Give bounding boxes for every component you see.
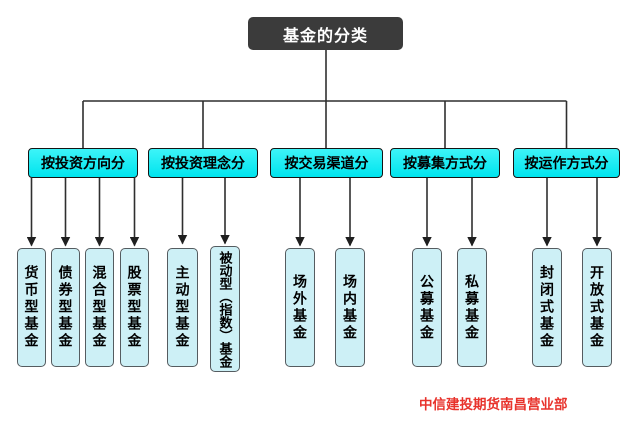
- branch-trading-channel: 按交易渠道分: [270, 148, 383, 178]
- leaf-label: 混合型基金: [91, 265, 108, 350]
- branch-fundraising-method: 按募集方式分: [390, 148, 500, 178]
- leaf-money-fund: 货币型基金: [17, 248, 46, 367]
- leaf-hybrid-fund: 混合型基金: [85, 248, 114, 367]
- leaf-label: 开放式基金: [589, 265, 605, 350]
- leaf-label: 公募基金: [419, 273, 435, 342]
- leaf-otc-fund: 场外基金: [285, 248, 315, 367]
- leaf-label: 场内基金: [342, 273, 358, 342]
- root-node: 基金的分类: [248, 17, 403, 50]
- root-label: 基金的分类: [282, 27, 368, 45]
- leaf-label: 场外基金: [292, 273, 308, 342]
- leaf-closed-end-fund: 封闭式基金: [532, 248, 562, 367]
- leaf-label: 主动型基金: [174, 265, 191, 350]
- leaf-label: 债券型基金: [57, 265, 74, 350]
- root-to-branch-connector: [82, 50, 568, 148]
- branch-label: 按投资方向分: [41, 155, 125, 171]
- leaf-stock-fund: 股票型基金: [120, 248, 149, 367]
- footer-branding-text: 中信建投期货南昌营业部: [419, 397, 568, 412]
- branch-investment-direction: 按投资方向分: [28, 148, 138, 178]
- leaf-label: 私募基金: [464, 273, 480, 342]
- branch-operation-method: 按运作方式分: [513, 148, 620, 178]
- branch-label: 按运作方式分: [524, 155, 609, 171]
- branch-to-leaf-arrows: [26, 178, 602, 247]
- branch-investment-philosophy: 按投资理念分: [148, 148, 258, 178]
- leaf-exchange-fund: 场内基金: [335, 248, 365, 367]
- leaf-active-fund: 主动型基金: [167, 248, 198, 367]
- leaf-public-fund: 公募基金: [412, 248, 442, 367]
- leaf-private-fund: 私募基金: [457, 248, 487, 367]
- leaf-bond-fund: 债券型基金: [51, 248, 80, 367]
- branch-label: 按交易渠道分: [284, 155, 369, 171]
- leaf-label: 被动型（指数）基金: [217, 250, 233, 368]
- leaf-label: 货币型基金: [23, 265, 40, 350]
- leaf-open-end-fund: 开放式基金: [582, 248, 612, 367]
- leaf-label: 股票型基金: [126, 265, 143, 350]
- leaf-label: 封闭式基金: [539, 265, 555, 350]
- branch-label: 按投资理念分: [161, 155, 245, 171]
- leaf-passive-index-fund: 被动型（指数）基金: [210, 246, 240, 372]
- branch-label: 按募集方式分: [403, 155, 487, 171]
